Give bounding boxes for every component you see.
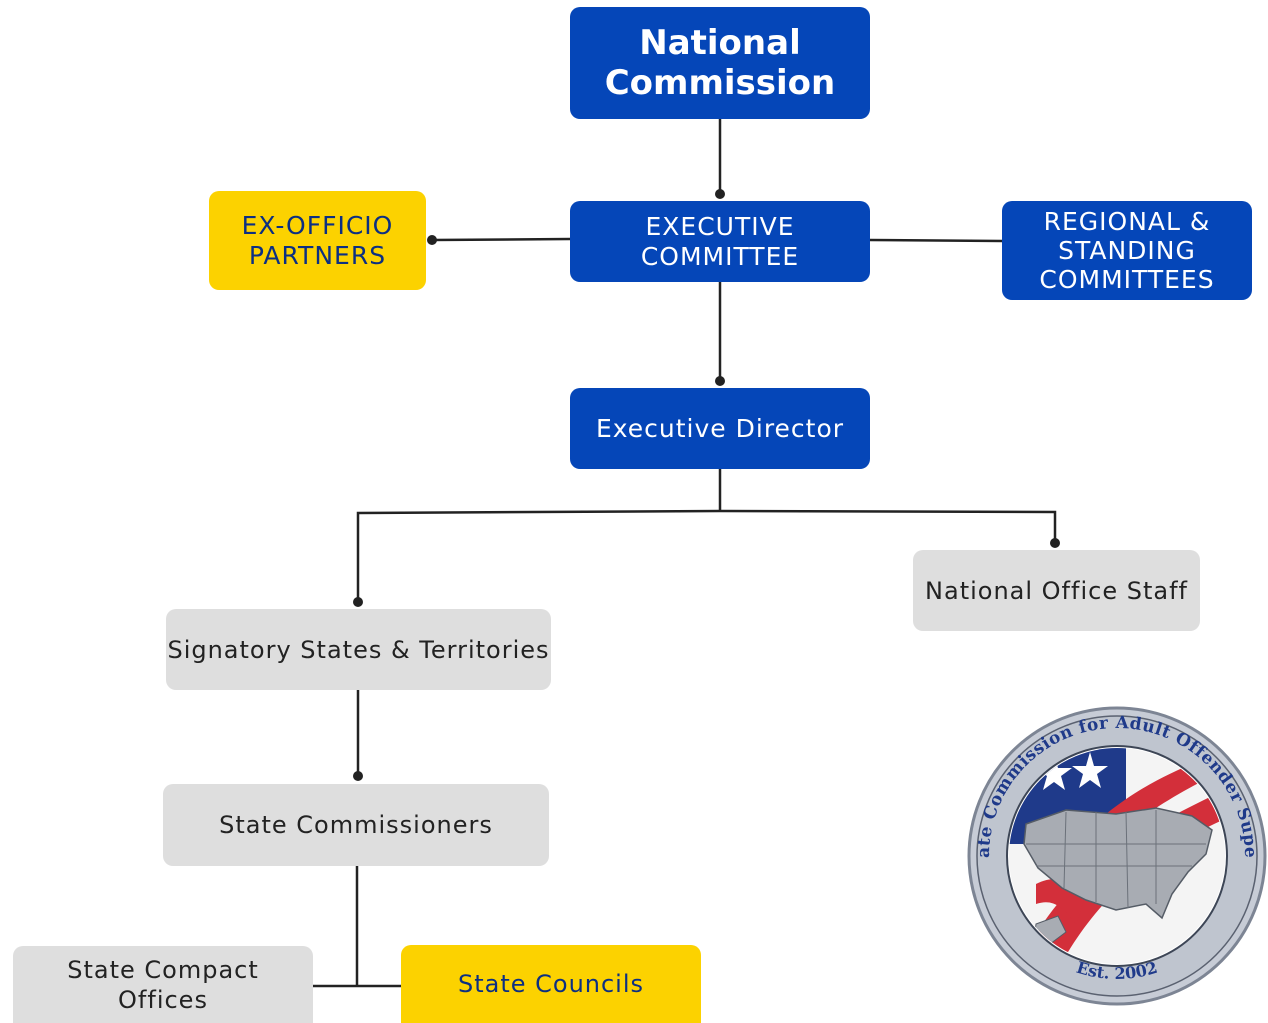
node-national-office-staff: National Office Staff: [913, 550, 1200, 631]
node-state-compact-offices: State Compact Offices: [13, 946, 313, 1023]
node-signatory-states-territories: Signatory States & Territories: [166, 609, 551, 690]
connector-dot: [1050, 538, 1060, 548]
line-committee-to-ex-officio: [431, 237, 571, 242]
node-executive-committee: EXECUTIVE COMMITTEE: [570, 201, 870, 282]
node-executive-director: Executive Director: [570, 388, 870, 469]
commission-seal-logo: Interstate Commission for Adult Offender…: [966, 704, 1267, 1006]
connector-dot: [715, 376, 725, 386]
line-committee-to-regional: [869, 238, 1003, 243]
node-state-councils: State Councils: [401, 945, 701, 1023]
node-ex-officio-partners: EX-OFFICIO PARTNERS: [209, 191, 426, 290]
line-branch-to-staff: [719, 509, 1057, 543]
connector-dot: [715, 189, 725, 199]
connector-dot: [353, 597, 363, 607]
connector-dot: [353, 771, 363, 781]
us-map-shape: [1023, 807, 1213, 920]
line-branch-to-states: [356, 509, 721, 602]
connector-dot: [427, 235, 437, 245]
node-regional-standing-committees: REGIONAL & STANDING COMMITTEES: [1002, 201, 1252, 300]
node-state-commissioners: State Commissioners: [163, 784, 549, 866]
node-national-commission: National Commission: [570, 7, 870, 119]
